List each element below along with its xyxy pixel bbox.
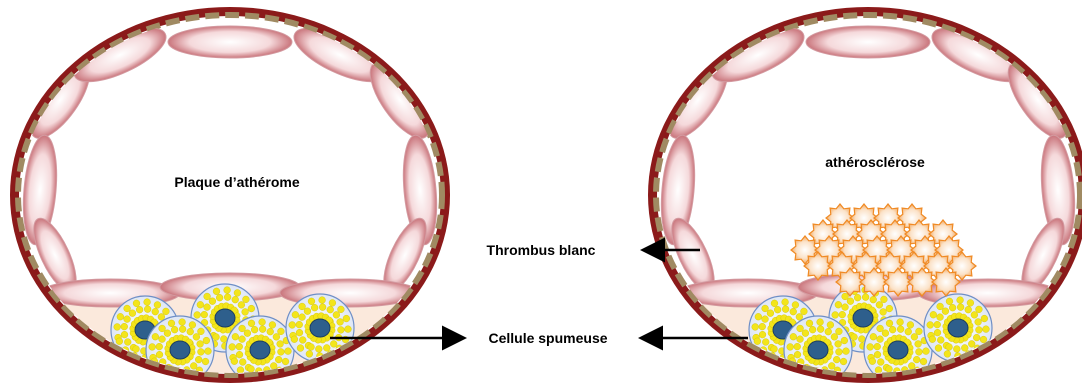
platelet-icon xyxy=(932,268,960,296)
foam-cell-label: Cellule spumeuse xyxy=(488,330,607,346)
left-vessel: Plaque d’athérome xyxy=(10,7,450,385)
right-vessel: athérosclérose xyxy=(648,7,1082,385)
right-vessel-title: athérosclérose xyxy=(825,154,925,170)
endothelial-cell xyxy=(806,26,930,58)
thrombus-label: Thrombus blanc xyxy=(487,242,596,258)
endothelial-cell xyxy=(168,26,292,58)
left-vessel-title: Plaque d’athérome xyxy=(174,174,299,190)
